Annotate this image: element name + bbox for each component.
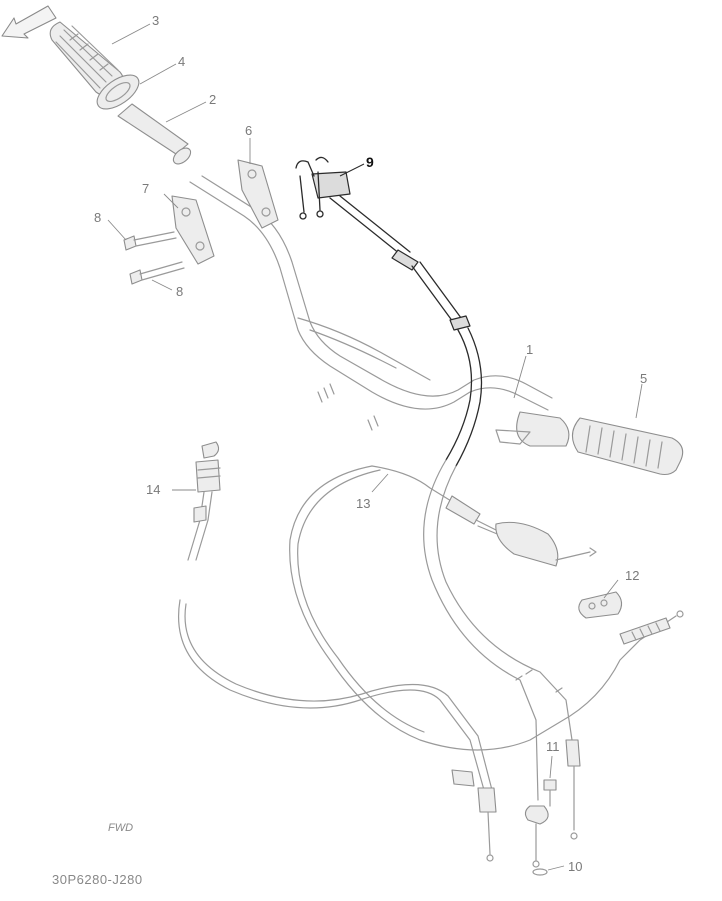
throttle-cable-assembly bbox=[295, 156, 483, 467]
cable-guide bbox=[578, 591, 623, 619]
clamp-bolt-upper bbox=[123, 231, 177, 251]
drawing-code: 30P6280-J280 bbox=[52, 872, 143, 887]
callout-8-upper: 8 bbox=[94, 210, 102, 225]
callout-14: 14 bbox=[146, 482, 161, 497]
fwd-arrow-icon bbox=[1, 5, 57, 39]
callout-11: 11 bbox=[546, 739, 560, 754]
fwd-label: FWD bbox=[108, 822, 134, 834]
throttle-tube bbox=[117, 103, 192, 165]
callout-2: 2 bbox=[209, 92, 217, 107]
grip-ring bbox=[96, 74, 140, 110]
callout-10: 10 bbox=[568, 859, 583, 874]
upper-clamp bbox=[237, 159, 279, 229]
callout-6: 6 bbox=[245, 123, 253, 138]
callout-5: 5 bbox=[640, 371, 648, 386]
callout-13: 13 bbox=[356, 496, 371, 511]
leader-lines bbox=[107, 23, 643, 871]
callout-12: 12 bbox=[625, 568, 640, 583]
right-grip bbox=[495, 411, 684, 476]
cable-adjuster bbox=[187, 441, 221, 561]
callout-4: 4 bbox=[178, 54, 186, 69]
lower-clamp bbox=[171, 195, 215, 265]
washer bbox=[532, 868, 548, 876]
handlebar bbox=[189, 175, 553, 431]
adjuster-bolt bbox=[543, 779, 557, 807]
clutch-cable-lower bbox=[178, 599, 497, 862]
clutch-cable bbox=[289, 465, 684, 751]
callout-9: 9 bbox=[366, 154, 374, 170]
callout-3: 3 bbox=[152, 13, 160, 28]
clamp-bolt-lower bbox=[129, 261, 185, 285]
throttle-cable-routing bbox=[423, 459, 581, 868]
callout-1: 1 bbox=[526, 342, 534, 357]
callout-7: 7 bbox=[142, 181, 150, 196]
callout-8-lower: 8 bbox=[176, 284, 184, 299]
